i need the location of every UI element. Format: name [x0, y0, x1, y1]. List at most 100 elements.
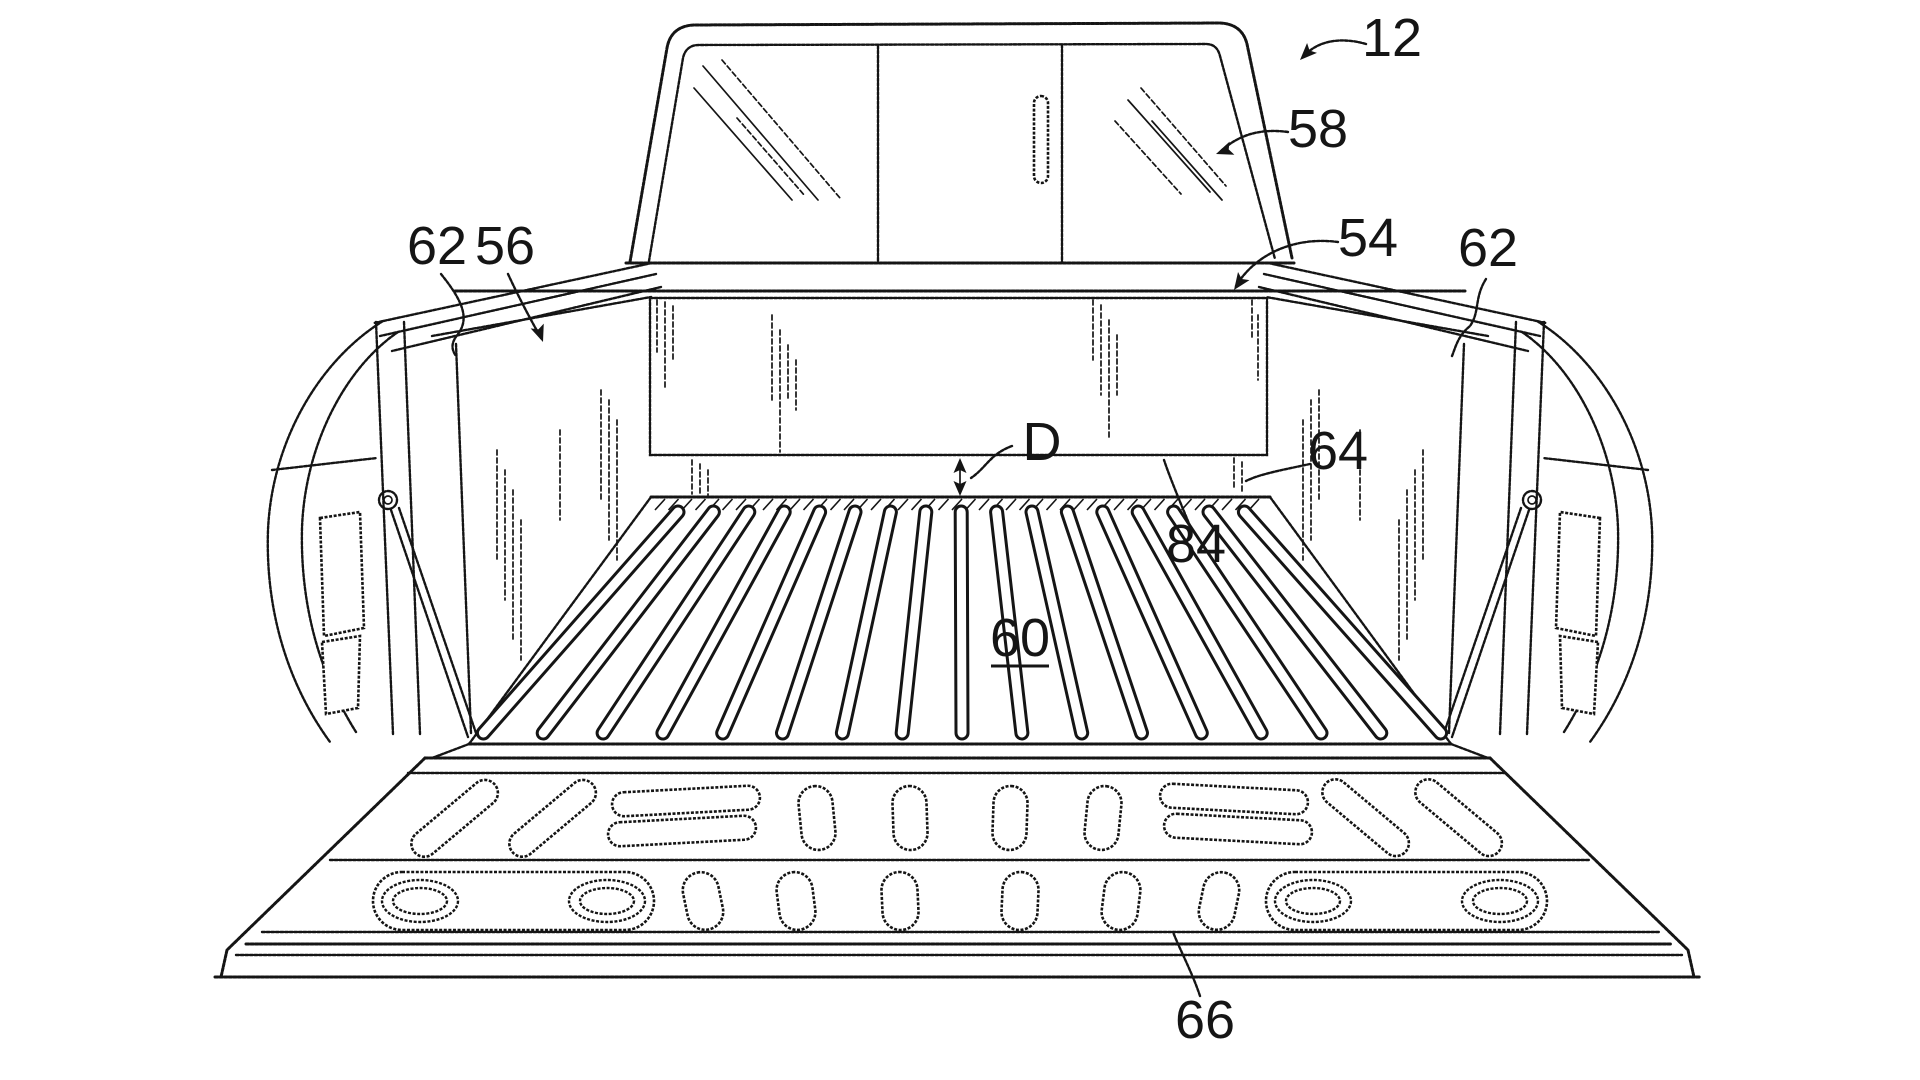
floor-rib-inner [478, 507, 683, 738]
hatch-tick [1113, 498, 1125, 511]
tail-lamp-left-upper [318, 510, 366, 638]
fender-outer-left [266, 319, 385, 744]
floor-ribs [475, 504, 1449, 741]
hatch-tick [654, 498, 666, 511]
rear-window-frame [647, 42, 1277, 263]
stowed-panel-shading [656, 299, 1259, 497]
inner-panel-crease-right [1264, 295, 1490, 338]
tailgate-left-edge [219, 756, 427, 979]
leader-66 [1171, 930, 1202, 998]
hatch-tick [667, 498, 680, 511]
hatch-tick [1086, 498, 1098, 511]
bar-slot [1158, 782, 1310, 816]
arrowhead-down [953, 481, 967, 496]
vertical-slot [1197, 870, 1241, 932]
vertical-slot [991, 784, 1029, 852]
vertical-slot [891, 784, 929, 852]
floor-rib-inner [897, 507, 931, 738]
hatch-tick [910, 498, 923, 511]
hatch-tick [721, 498, 734, 511]
stowed-panel [648, 296, 1272, 499]
hatch-tick [829, 498, 842, 511]
ref-label-62-right: 62 [1458, 218, 1518, 278]
bar-slot [610, 784, 762, 818]
vertical-slot [797, 784, 837, 852]
side-panel-shading [496, 389, 1424, 661]
grommet-ring [1460, 878, 1540, 924]
rear-corner-right [1442, 319, 1654, 744]
hatch-tick [1018, 498, 1031, 511]
ref-label-58: 58 [1288, 99, 1348, 159]
slant-slot [1321, 777, 1411, 858]
floor-rib-inner [658, 507, 789, 738]
tailgate-right-edge [1488, 756, 1696, 979]
tailgate-latch-left [377, 489, 399, 511]
vertical-slot [880, 870, 920, 932]
leader-54 [1234, 239, 1340, 288]
cab-outer-outline [628, 21, 1294, 264]
slant-slot [508, 778, 598, 859]
bar-slot [1162, 812, 1314, 846]
dimension-d-arrow [953, 458, 967, 496]
hatch-tick [789, 498, 801, 511]
vertical-slot [1083, 784, 1123, 852]
hatch-tick [1005, 498, 1017, 511]
arrowhead-up [953, 458, 967, 473]
tailgate-upper-slots [410, 777, 1504, 859]
hinge-left [430, 742, 471, 760]
hatch-tick [897, 498, 909, 511]
floor-front-hatching [654, 498, 1260, 511]
ref-label-d: D [1023, 412, 1062, 472]
ref-label-66: 66 [1175, 990, 1235, 1050]
floor-rib-inner [837, 507, 895, 738]
floor-rib-inner [956, 507, 967, 738]
leader-lines [439, 39, 1488, 998]
tailgate-cable-right [1450, 508, 1531, 739]
slant-slot [410, 778, 500, 859]
vertical-slot [1100, 870, 1142, 932]
ref-label-56: 56 [475, 216, 535, 276]
ref-label-12: 12 [1362, 8, 1422, 68]
bed-bulkhead [372, 261, 1548, 735]
stowed-panel-outline [648, 296, 1269, 457]
hatch-tick [1153, 498, 1166, 511]
floor-left-edge [467, 495, 653, 746]
hatch-tick [978, 498, 990, 511]
tailgate-lower-slots [371, 870, 1549, 932]
hatch-tick [802, 498, 815, 511]
floor-rib-inner [1062, 507, 1146, 738]
tailgate-latch-right [1521, 489, 1543, 511]
floor-rib-inner [718, 507, 825, 738]
sliding-window-slot [1032, 94, 1050, 185]
floor-rib-inner [598, 507, 754, 738]
ref-label-64: 64 [1308, 421, 1368, 481]
floor-rib-inner [1098, 507, 1206, 738]
hatch-tick [1072, 498, 1085, 511]
floor-rib-inner [1204, 507, 1386, 738]
floor-rib-inner [538, 507, 718, 738]
hatch-tick [735, 498, 747, 511]
hatch-tick [937, 498, 950, 511]
hatch-tick [694, 498, 707, 511]
fender-crease-left [270, 456, 379, 472]
hatch-tick [762, 498, 774, 511]
window-glass-hatching-left [693, 59, 841, 201]
floor-rib-inner [1239, 507, 1446, 738]
ref-label-62-left: 62 [407, 216, 467, 276]
ref-label-60: 60 [990, 608, 1050, 668]
hatch-tick [951, 498, 963, 511]
vertical-slot [1000, 870, 1040, 932]
truck-cab [624, 21, 1296, 265]
reference-labels: 12 58 54 62 56 62 D 64 84 60 66 [407, 8, 1518, 1050]
grommet-ring [1273, 878, 1353, 924]
tailgate [213, 756, 1702, 979]
floor-rib-inner [1169, 507, 1326, 738]
hatch-tick [1221, 498, 1233, 511]
inner-panel-edge-right [1447, 342, 1466, 735]
hatch-tick [843, 498, 855, 511]
leader-58 [1218, 129, 1290, 154]
inner-panel-crease-left [430, 295, 653, 338]
tailgate-cable-left [389, 508, 470, 739]
